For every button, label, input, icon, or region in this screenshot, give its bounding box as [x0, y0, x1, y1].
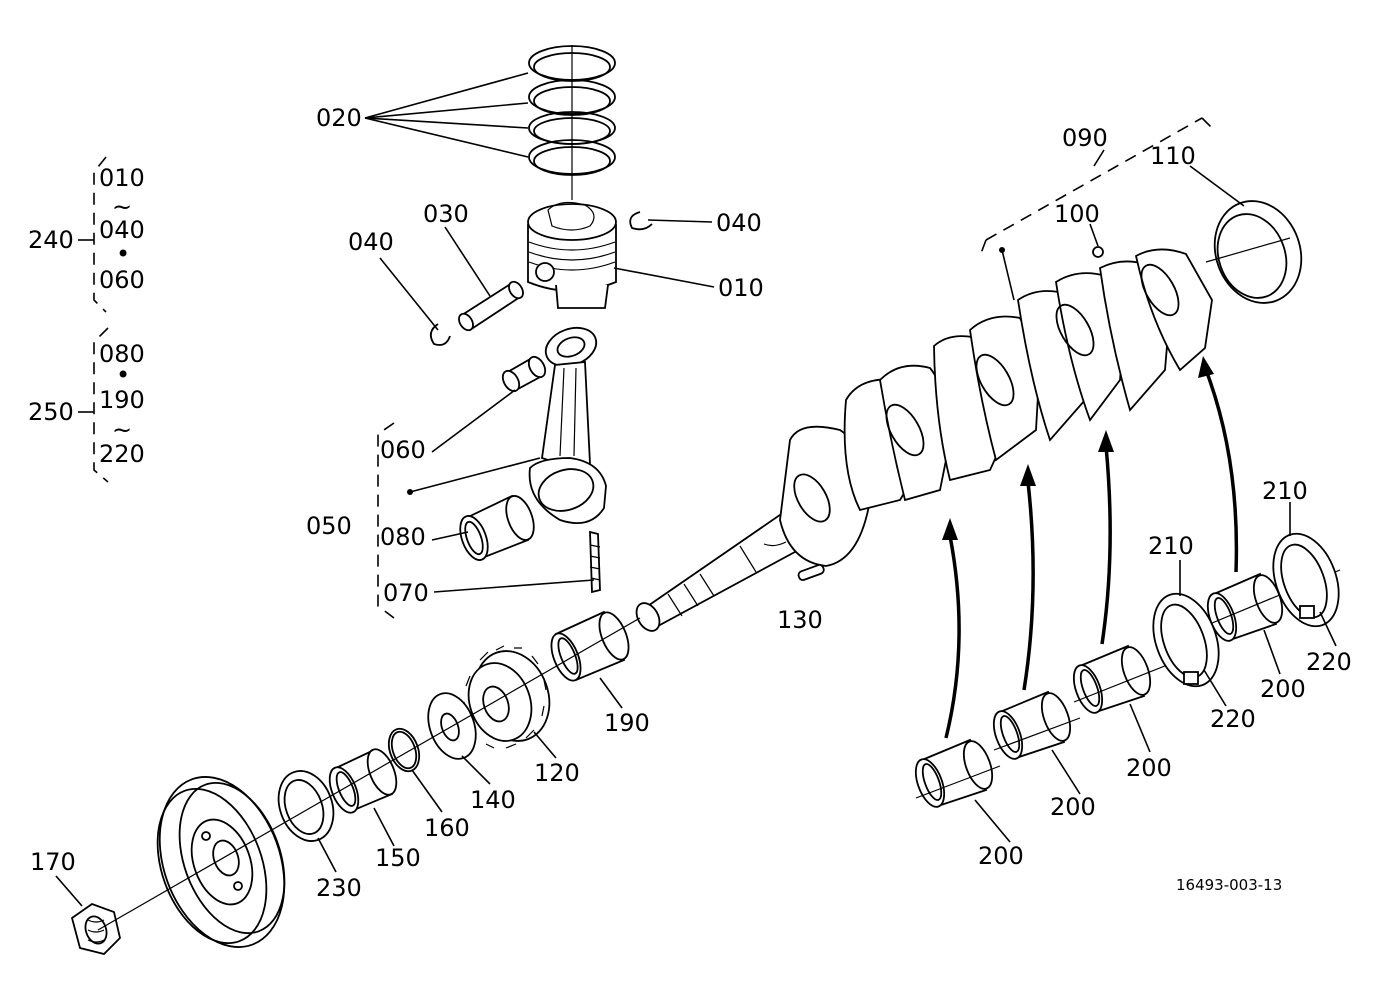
label-100: 100 [1054, 200, 1100, 228]
main-bearing-3 [1072, 644, 1152, 714]
label-200-2: 200 [1050, 793, 1096, 821]
kit-240-item: 040 [99, 216, 145, 244]
kit-240-code: 240 [28, 226, 74, 254]
kit-240-item: 060 [99, 266, 145, 294]
drawing-number: 16493-003-13 [1176, 876, 1282, 894]
label-040-right: 040 [716, 209, 762, 237]
assembly-axis [97, 617, 641, 931]
label-130: 130 [777, 606, 823, 634]
woodruff-key [797, 564, 825, 581]
label-090: 090 [1062, 124, 1108, 152]
connecting-rod [528, 326, 607, 594]
label-040-left: 040 [348, 228, 394, 256]
label-230: 230 [316, 874, 362, 902]
oil-plug [1092, 246, 1104, 258]
label-220-front: 220 [1210, 705, 1256, 733]
kit-250-group: 250 080 • 190 ~ 220 [28, 327, 145, 483]
main-bearing-1 [914, 738, 994, 808]
label-160: 160 [424, 814, 470, 842]
label-140: 140 [470, 786, 516, 814]
label-200-3: 200 [1126, 754, 1172, 782]
circlip-right [629, 211, 653, 231]
label-110: 110 [1150, 142, 1196, 170]
pulley-nut [70, 902, 121, 955]
label-170: 170 [30, 848, 76, 876]
label-150: 150 [375, 844, 421, 872]
front-bearing [550, 610, 630, 682]
label-190: 190 [604, 709, 650, 737]
label-200-1: 200 [978, 842, 1024, 870]
kit-250-item: 080 [99, 340, 145, 368]
crankshaft-bracket-top [985, 117, 1203, 241]
label-120: 120 [534, 759, 580, 787]
thrust-washer-front [1152, 592, 1220, 688]
main-bearing-2 [992, 690, 1072, 760]
kit-250-item: 190 [99, 386, 145, 414]
kit-240-group: 240 010 ~ 040 • 060 [28, 156, 145, 313]
small-end-bushing [501, 355, 547, 393]
piston-rings [528, 45, 616, 200]
piston-pin [458, 280, 524, 332]
piston [527, 201, 617, 309]
connecting-rod-bracket [377, 422, 395, 619]
kit-240-bracket [93, 156, 107, 313]
kit-250-item: 220 [99, 440, 145, 468]
rear-bearing-ring [1205, 200, 1303, 304]
kit-250-range-mark: ~ [112, 416, 132, 444]
label-070: 070 [383, 579, 429, 607]
label-050: 050 [306, 512, 352, 540]
label-020: 020 [316, 104, 362, 132]
label-210-front: 210 [1148, 532, 1194, 560]
kit-250-bracket [93, 327, 109, 483]
kit-250-code: 250 [28, 398, 74, 426]
crank-pulley [156, 776, 286, 948]
kit-250-dot: • [116, 361, 130, 389]
kit-240-dot: • [116, 240, 130, 268]
kit-240-item: 010 [99, 164, 145, 192]
big-end-bearing [459, 494, 535, 561]
oil-seal [277, 770, 335, 842]
label-030: 030 [423, 200, 469, 228]
label-060: 060 [380, 436, 426, 464]
label-010: 010 [718, 274, 764, 302]
kit-240-range-mark: ~ [112, 193, 132, 221]
main-bearing-4 [1206, 572, 1284, 642]
label-080: 080 [380, 523, 426, 551]
circlip-left [429, 323, 451, 346]
label-210-rear: 210 [1262, 477, 1308, 505]
label-200-4: 200 [1260, 675, 1306, 703]
label-220-rear: 220 [1306, 648, 1352, 676]
crankshaft [635, 248, 1213, 632]
